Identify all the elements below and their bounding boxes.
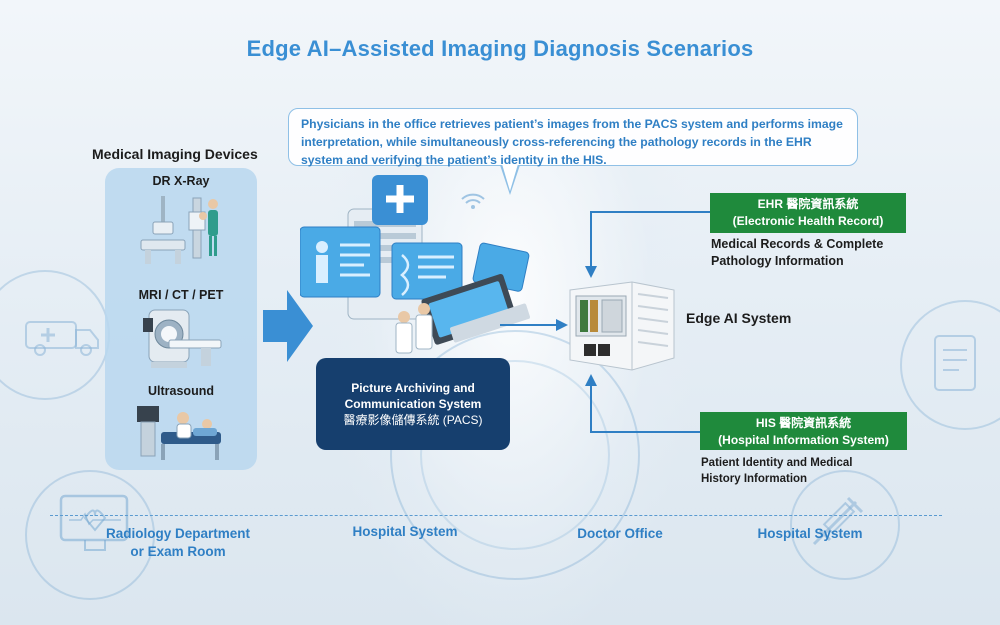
zone-hospital-system-1: Hospital System [352, 524, 458, 539]
pacs-title-line2: Communication System [344, 397, 482, 411]
devices-heading: Medical Imaging Devices [92, 146, 258, 162]
ehr-subtitle: (Electronic Health Record) [732, 214, 884, 228]
his-box: HIS 醫院資訊系統 (Hospital Information System) [700, 412, 907, 450]
devices-panel: DR X-Ray MRI / CT / PET Ultrasound [105, 168, 257, 470]
his-desc-line1: Patient Identity and Medical [701, 457, 853, 469]
wifi-icon [461, 193, 485, 209]
background-ring [790, 470, 900, 580]
ambulance-icon [25, 321, 99, 356]
ehr-title: EHR 醫院資訊系統 [757, 197, 859, 211]
zone-hospital-system-2: Hospital System [757, 526, 863, 541]
background-ring [25, 470, 155, 600]
device-label-xray: DR X-Ray [152, 174, 210, 188]
edge-ai-server-icon [569, 281, 675, 371]
ehr-desc-line1: Medical Records & Complete [711, 237, 884, 251]
arrow-right-icon [263, 290, 313, 362]
zone-radiology-line1: Radiology Department [105, 526, 251, 541]
zone-divider [50, 515, 942, 516]
zone-radiology-line2: or Exam Room [130, 544, 226, 559]
background-ring [390, 330, 640, 580]
zone-radiology: Radiology Department or Exam Room [90, 525, 266, 561]
ehr-connector-arrow [585, 211, 711, 278]
ehr-description: Medical Records & Complete Pathology Inf… [711, 236, 883, 270]
ultrasound-icon [137, 406, 221, 460]
edge-ai-label: Edge AI System [686, 310, 792, 326]
mri-scanner-icon [143, 309, 222, 368]
syringe-icon [812, 496, 864, 546]
document-icon [934, 335, 976, 391]
bubble-tail-inner [502, 164, 518, 191]
device-label-mri: MRI / CT / PET [138, 288, 224, 302]
ehr-box: EHR 醫院資訊系統 (Electronic Health Record) [710, 193, 906, 233]
his-title: HIS 醫院資訊系統 [755, 416, 852, 430]
page-title: Edge AI–Assisted Imaging Diagnosis Scena… [246, 36, 754, 61]
his-description: Patient Identity and Medical History Inf… [701, 455, 852, 487]
arrow-pacs-to-edge [500, 319, 568, 331]
pacs-box: Picture Archiving and Communication Syst… [316, 358, 510, 450]
ehr-desc-line2: Pathology Information [711, 254, 844, 268]
pacs-title-line1: Picture Archiving and [351, 381, 475, 395]
device-label-ultrasound: Ultrasound [148, 384, 214, 398]
zone-doctor-office: Doctor Office [577, 526, 663, 541]
x-ray-machine-icon [140, 196, 218, 264]
his-subtitle: (Hospital Information System) [718, 433, 889, 447]
background-ring [420, 360, 610, 550]
pacs-illustration [300, 175, 530, 354]
his-desc-line2: History Information [701, 473, 808, 485]
pacs-title-line3: 醫療影像儲傳系統 (PACS) [343, 413, 483, 427]
his-connector-arrow [585, 374, 701, 433]
scenario-bubble: Physicians in the office retrieves patie… [288, 108, 858, 167]
